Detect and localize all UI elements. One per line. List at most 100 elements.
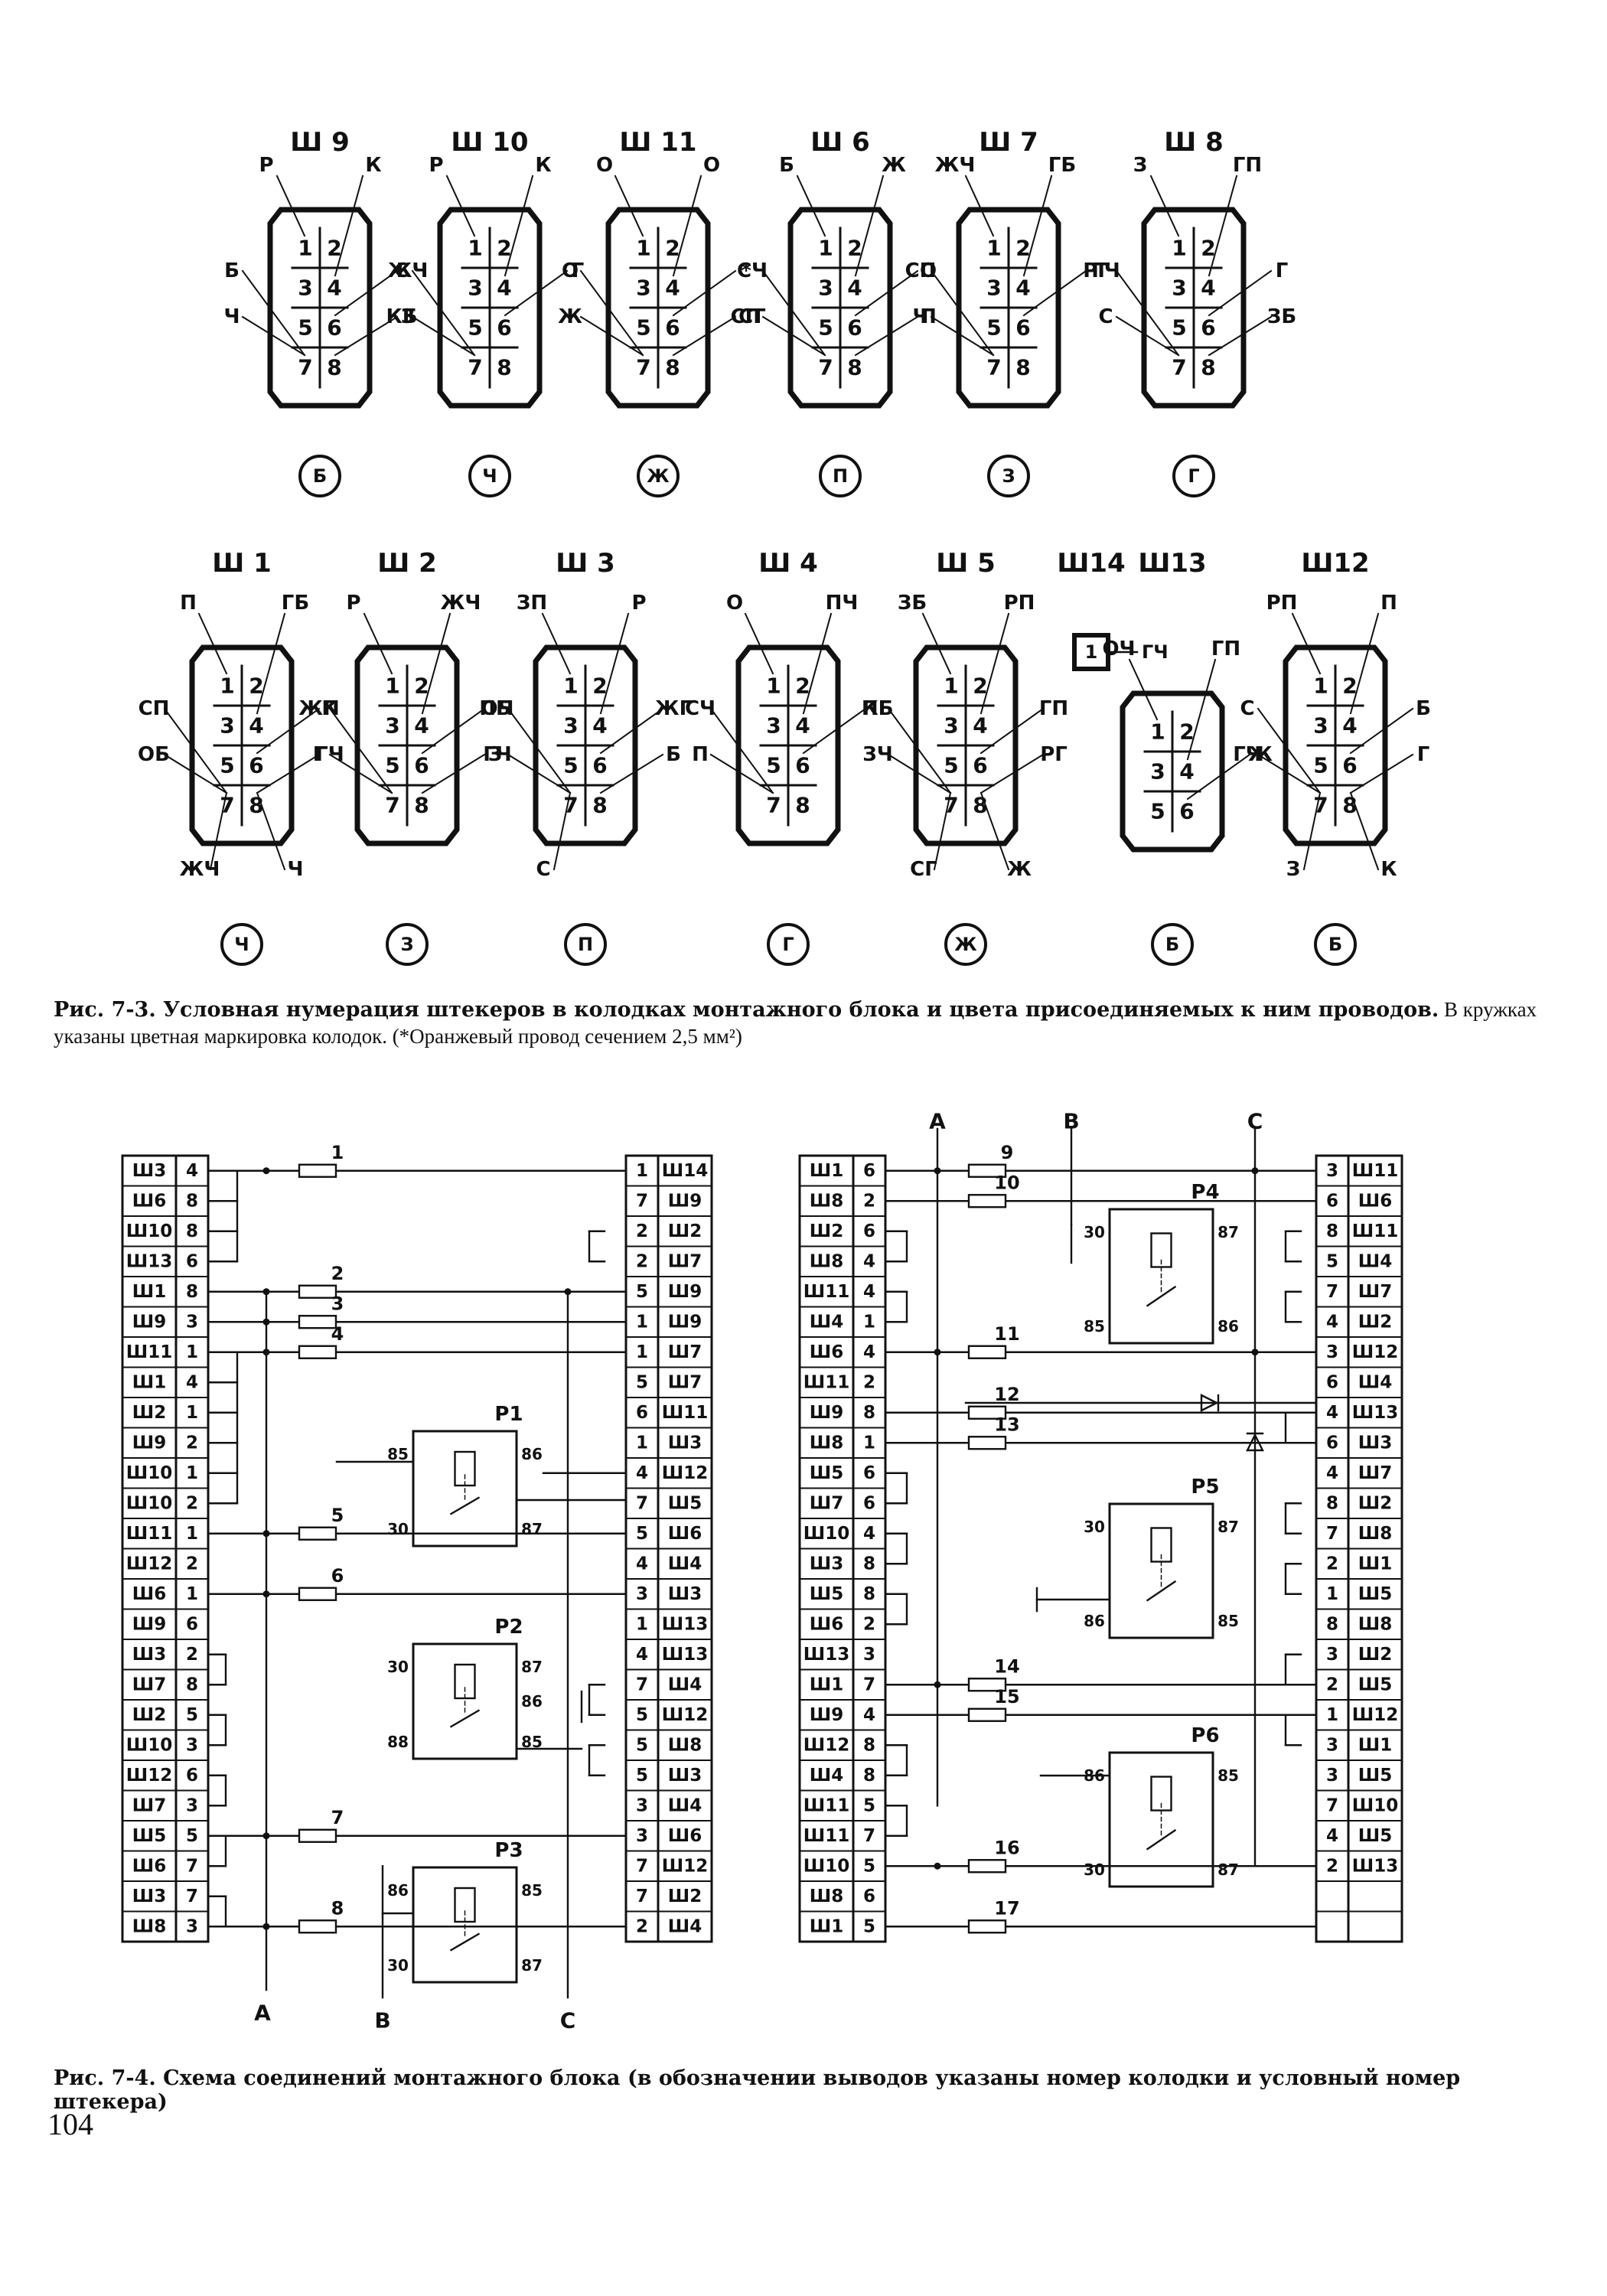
connector-pin-1: 1 bbox=[636, 236, 650, 261]
fuse-15-label: 15 bbox=[994, 1686, 1019, 1707]
connector-color-ring bbox=[1151, 923, 1194, 966]
connector-pin-8: 8 bbox=[665, 355, 680, 380]
pin-lead bbox=[197, 612, 228, 675]
right-input-connector-cell: Ш10 bbox=[804, 1856, 849, 1876]
fuse-10 bbox=[967, 1194, 1007, 1208]
right-output-pin-cell: 3 bbox=[1326, 1342, 1338, 1362]
right-output-pin-cell: 4 bbox=[1326, 1312, 1338, 1332]
left-input-connector-cell: Ш10 bbox=[126, 1221, 172, 1241]
relay-p1-terminal: 30 bbox=[387, 1520, 409, 1538]
connector-pin-3: 3 bbox=[563, 713, 578, 739]
pin-lead bbox=[241, 269, 306, 357]
figure-7-4-caption: Рис. 7-4. Схема соединений монтажного бл… bbox=[54, 2066, 1553, 2114]
connector-pin-8: 8 bbox=[414, 793, 429, 818]
pin-lead bbox=[980, 791, 1010, 871]
connector-pin-6: 6 bbox=[1015, 315, 1030, 341]
right-input-pin-cell: 6 bbox=[863, 1463, 875, 1483]
junction-dot bbox=[934, 1681, 941, 1688]
wire-color-label: ЖЧ bbox=[441, 592, 481, 615]
left-output-pin-cell: 1 bbox=[636, 1312, 648, 1332]
left-output-connector-cell: Ш12 bbox=[662, 1856, 708, 1876]
fuse-11-label: 11 bbox=[994, 1323, 1019, 1345]
connector-color-ring bbox=[564, 923, 607, 966]
pin-lead bbox=[328, 707, 393, 794]
connector-pin-5: 5 bbox=[986, 315, 1001, 341]
connector-pin-4: 4 bbox=[973, 713, 987, 739]
connector-pin-7: 7 bbox=[1313, 793, 1328, 818]
left-input-connector-cell: Ш2 bbox=[132, 1403, 166, 1423]
relay-p2-terminal: 87 bbox=[521, 1658, 543, 1676]
left-input-connector-cell: Ш13 bbox=[126, 1251, 172, 1271]
connector-pin-6: 6 bbox=[414, 753, 429, 778]
fuse-6-label: 6 bbox=[331, 1565, 344, 1587]
right-output-connector-cell: Ш11 bbox=[1352, 1161, 1398, 1181]
right-output-connector-cell: Ш1 bbox=[1358, 1735, 1392, 1755]
relay-p3-name: Р3 bbox=[494, 1839, 523, 1862]
connector-pin-8: 8 bbox=[1342, 793, 1357, 818]
pin-lead bbox=[507, 707, 572, 794]
right-output-pin-cell: 2 bbox=[1326, 1675, 1338, 1694]
right-output-pin-cell: 3 bbox=[1326, 1161, 1338, 1181]
connector-pin-3: 3 bbox=[636, 276, 650, 301]
fuse-16 bbox=[967, 1859, 1007, 1874]
pin-lead bbox=[256, 707, 321, 755]
right-input-connector-cell: Ш4 bbox=[810, 1766, 843, 1786]
right-input-pin-cell: 6 bbox=[863, 1161, 875, 1181]
connector-pin-5: 5 bbox=[1313, 753, 1328, 778]
right-input-pin-cell: 6 bbox=[863, 1493, 875, 1513]
relay-p5-terminal: 86 bbox=[1084, 1612, 1105, 1630]
pin-lead bbox=[802, 707, 867, 755]
connector-color-ring bbox=[637, 455, 680, 497]
right-input-connector-cell: Ш6 bbox=[810, 1342, 843, 1362]
wire-color-label: РП bbox=[1266, 592, 1298, 615]
left-input-connector-cell: Ш1 bbox=[132, 1282, 166, 1302]
right-output-connector-cell: Ш8 bbox=[1358, 1614, 1392, 1634]
connector-housing bbox=[913, 644, 1019, 846]
connector-pin-6: 6 bbox=[327, 315, 341, 341]
figure-7-4-caption-bold: Рис. 7-4. Схема соединений монтажного бл… bbox=[54, 2066, 1461, 2114]
left-output-pin-cell: 7 bbox=[636, 1675, 648, 1694]
connector-pin-5: 5 bbox=[385, 753, 399, 778]
right-input-connector-cell: Ш1 bbox=[810, 1675, 843, 1694]
junction-dot bbox=[262, 1530, 270, 1538]
right-input-connector-cell: Ш4 bbox=[810, 1312, 843, 1332]
connector-housing bbox=[1120, 690, 1225, 853]
connector-pin-4: 4 bbox=[327, 276, 341, 301]
connector-pin-2: 2 bbox=[1342, 673, 1357, 699]
pin-lead bbox=[421, 612, 451, 715]
connector-pin-5: 5 bbox=[944, 753, 958, 778]
pin-lead bbox=[1349, 791, 1380, 871]
left-output-connector-cell: Ш3 bbox=[668, 1766, 702, 1786]
connector-pin-4: 4 bbox=[795, 713, 810, 739]
connector-color-ring bbox=[386, 923, 429, 966]
right-output-connector-cell: Ш5 bbox=[1358, 1826, 1392, 1846]
connector-pin-8: 8 bbox=[1015, 355, 1030, 380]
connector-color-ring bbox=[767, 923, 810, 966]
pin-lead bbox=[334, 174, 364, 277]
connector-housing bbox=[267, 207, 373, 409]
connector-pin-8: 8 bbox=[327, 355, 341, 380]
junction-dot bbox=[262, 1349, 270, 1356]
left-output-connector-cell: Ш6 bbox=[668, 1826, 702, 1846]
connector-pin-6: 6 bbox=[973, 753, 987, 778]
wire-color-label: З bbox=[1133, 154, 1147, 177]
fuse-15 bbox=[967, 1707, 1007, 1722]
relay-p4-terminal: 87 bbox=[1217, 1223, 1239, 1241]
right-output-connector-cell: Ш4 bbox=[1358, 1251, 1392, 1271]
connector-pin-8: 8 bbox=[249, 793, 263, 818]
pin-lead bbox=[421, 707, 486, 755]
wire-color-label: ЖЧ bbox=[935, 154, 976, 177]
left-input-pin-cell: 8 bbox=[186, 1282, 198, 1302]
connector-pin-1: 1 bbox=[766, 673, 781, 699]
connector-name: Ш 3 bbox=[556, 548, 615, 579]
fuse-4 bbox=[298, 1345, 337, 1359]
right-output-pin-cell: 6 bbox=[1326, 1191, 1338, 1211]
left-input-pin-cell: 3 bbox=[186, 1916, 198, 1936]
relay-p4-body bbox=[1108, 1208, 1214, 1345]
right-input-connector-cell: Ш10 bbox=[804, 1524, 849, 1544]
connector-pin-2: 2 bbox=[592, 673, 607, 699]
connector-color-ring bbox=[987, 455, 1030, 497]
wire-color-label: ГП bbox=[1211, 638, 1240, 660]
right-output-pin-cell: 8 bbox=[1326, 1493, 1338, 1513]
